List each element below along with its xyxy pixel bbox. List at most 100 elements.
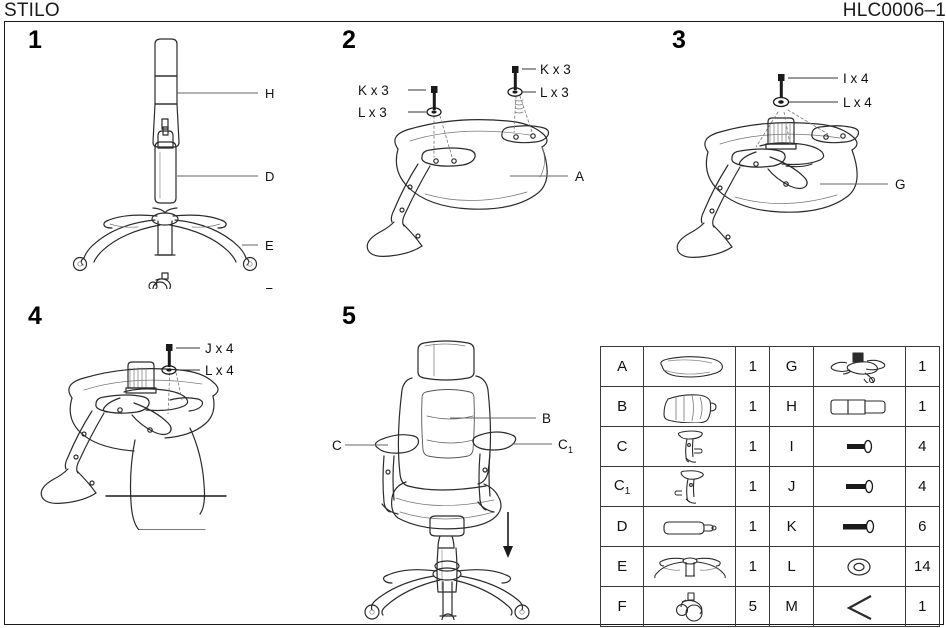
part-qty-d: 1 (735, 506, 771, 547)
part-qty-l: 14 (904, 546, 941, 587)
table-row: F 5 M 1 (599, 586, 941, 627)
part-letter-c-text: C (616, 438, 628, 455)
part-qty-b-text: 1 (748, 398, 757, 415)
part-letter-b-text: B (617, 398, 628, 415)
part-letter-m: M (769, 586, 814, 627)
bolt-medium-icon (812, 466, 906, 507)
part-letter-h: H (769, 386, 814, 427)
instruction-sheet-frame (4, 21, 944, 625)
part-letter-f-text: F (617, 598, 627, 615)
step-1-number: 1 (28, 26, 42, 54)
armrest-left-icon (643, 426, 737, 467)
part-qty-c: 1 (735, 426, 771, 467)
column-cover-icon (812, 386, 906, 427)
direction-arrow-down (503, 512, 513, 558)
callout-l-right: L x 3 (540, 85, 569, 100)
callout-i: I x 4 (843, 71, 869, 86)
table-row: A 1 G (599, 346, 941, 387)
callout-e: E (265, 238, 274, 253)
step-4: 4 (10, 300, 320, 530)
model-code: HLC0006–1 (842, 0, 946, 21)
part-letter-k-text: K (786, 518, 797, 535)
part-letter-b: B (599, 386, 645, 427)
part-letter-c1: C1 (599, 466, 645, 507)
bolt-icon-i (778, 74, 785, 98)
parts-list-table: A 1 G (599, 346, 941, 627)
part-qty-m-text: 1 (918, 598, 927, 615)
step-4-number: 4 (28, 302, 42, 330)
parts-table-body: A 1 G (599, 346, 941, 627)
part-letter-a-text: A (617, 358, 628, 375)
part-qty-i: 4 (904, 426, 941, 467)
part-qty-k-text: 6 (918, 518, 927, 535)
part-qty-j-text: 4 (918, 478, 927, 495)
part-letter-d: D (599, 506, 645, 547)
bolt-long-icon (812, 506, 906, 547)
part-letter-k: K (769, 506, 814, 547)
callout-l-left: L x 3 (358, 105, 387, 120)
brand-name: STILO (4, 0, 60, 21)
part-qty-e-text: 1 (748, 558, 757, 575)
step-1: 1 (10, 24, 320, 289)
part-qty-c1-text: 1 (748, 478, 757, 495)
part-letter-c1-subscript: 1 (624, 485, 631, 497)
part-letter-j-text: J (787, 478, 796, 495)
step-3: 3 (660, 24, 940, 289)
step-5-number: 5 (342, 302, 356, 330)
part-letter-c: C (599, 426, 645, 467)
callout-h: H (265, 86, 274, 101)
step-4-illustration: J x 4 L x 4 (40, 341, 234, 530)
callout-c: C (332, 438, 342, 453)
step-2-illustration: K x 3 L x 3 K x 3 L x 3 A (358, 62, 584, 257)
part-qty-d-text: 1 (748, 518, 757, 535)
part-letter-c1-text: C (613, 476, 625, 494)
table-row: D 1 K 6 (599, 506, 941, 547)
part-letter-l-text: L (787, 558, 796, 575)
callout-l: L x 4 (205, 363, 234, 378)
gas-cylinder-icon (643, 506, 737, 547)
part-qty-f-text: 5 (748, 598, 757, 615)
part-qty-g: 1 (904, 346, 941, 387)
step-5-illustration: B C C 1 (332, 340, 573, 620)
part-letter-g-text: G (785, 358, 798, 375)
part-letter-e-text: E (617, 558, 628, 575)
seat-pan-icon (643, 346, 737, 387)
table-row: C 1 I 4 (599, 426, 941, 467)
part-qty-c-text: 1 (748, 438, 757, 455)
part-qty-f: 5 (735, 586, 771, 627)
callout-f: F (265, 285, 273, 289)
part-qty-g-text: 1 (918, 358, 927, 375)
part-qty-a-text: 1 (748, 358, 757, 375)
part-letter-d-text: D (616, 518, 628, 535)
step-2: 2 (330, 24, 650, 289)
table-row: C1 1 J 4 (599, 466, 941, 507)
table-row: B 1 H (599, 386, 941, 427)
callout-d: D (265, 169, 274, 184)
part-qty-c1: 1 (735, 466, 771, 507)
backrest-icon (643, 386, 737, 427)
part-qty-h-text: 1 (918, 398, 927, 415)
hex-key-icon (812, 586, 906, 627)
bolt-icon-j (166, 344, 173, 367)
part-qty-b: 1 (735, 386, 771, 427)
washer-icon-l (161, 365, 177, 375)
callout-c1: C (558, 437, 568, 452)
callout-k-right: K x 3 (540, 62, 571, 77)
part-qty-i-text: 4 (918, 438, 927, 455)
step-2-number: 2 (342, 26, 356, 54)
part-letter-i: I (769, 426, 814, 467)
caster-icon (643, 586, 737, 627)
part-qty-j: 4 (904, 466, 941, 507)
part-letter-h-text: H (786, 398, 797, 415)
part-letter-j: J (769, 466, 814, 507)
step-1-illustration: H D E F (72, 38, 274, 289)
washer-icon-l (772, 96, 790, 108)
page-header: STILO HLC0006–1 (0, 0, 946, 22)
callout-l: L x 4 (843, 95, 872, 110)
armrest-right-icon (643, 466, 737, 507)
washer-icon-l-left (426, 107, 442, 117)
bolt-icon-k-right (512, 66, 519, 90)
step-3-number: 3 (672, 26, 686, 54)
part-letter-l: L (769, 546, 814, 587)
step-5: 5 (330, 300, 590, 620)
